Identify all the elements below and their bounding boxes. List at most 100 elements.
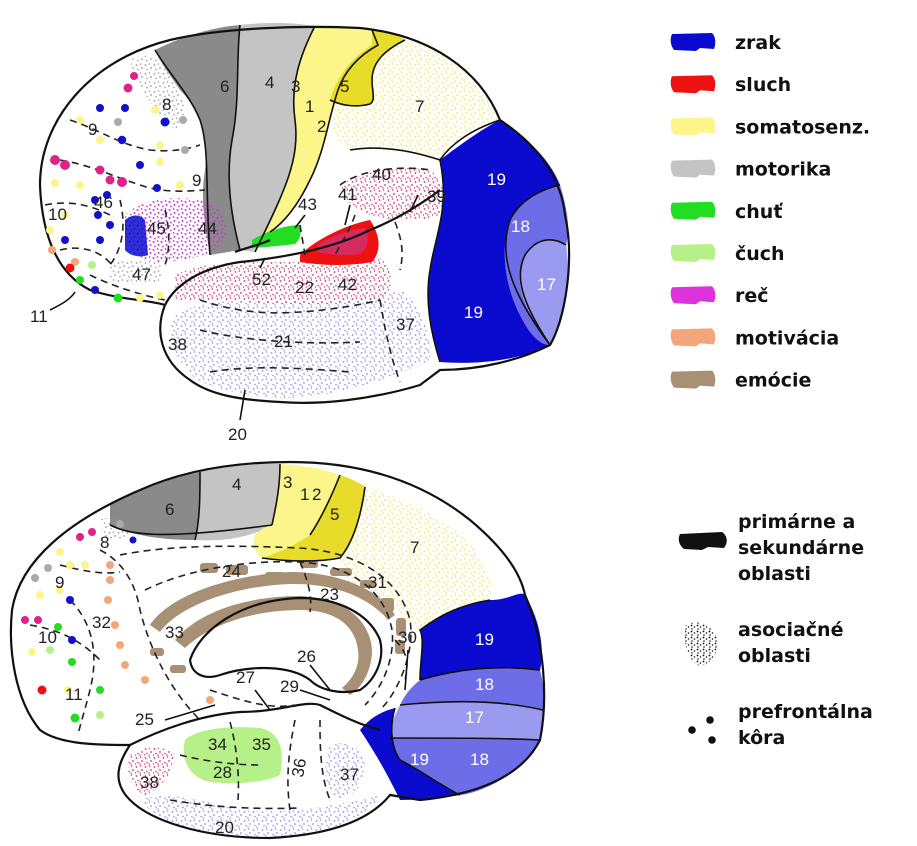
svg-text:21: 21 [274,332,293,351]
svg-text:5: 5 [340,77,349,96]
svg-text:3: 3 [291,77,300,96]
legend-label: somatosenz. [735,116,870,138]
dots-swatch-icon [688,716,716,744]
svg-text:44: 44 [198,219,217,238]
legend-type-label: asociačné [738,619,843,641]
legend-swatch [671,33,716,51]
svg-text:7: 7 [415,97,424,116]
svg-text:32: 32 [92,613,111,632]
legend-type-label: kôra [738,727,785,749]
legend-swatch [671,371,716,389]
svg-text:20: 20 [215,818,234,837]
legend-item: somatosenz. [671,116,870,138]
speckle-swatch-icon [685,623,718,667]
legend-swatch [671,75,716,93]
svg-text:40: 40 [372,165,391,184]
svg-text:1: 1 [305,97,314,116]
svg-text:43: 43 [298,195,317,214]
svg-text:37: 37 [396,315,415,334]
svg-text:8: 8 [162,95,171,114]
legend-item: emócie [671,370,812,392]
svg-text:11: 11 [65,685,83,704]
svg-text:9: 9 [192,171,201,190]
legend-item: reč [671,285,769,307]
medial-brain-view: 6 4 3 1 2 5 7 8 9 32 10 11 33 24 23 31 3… [11,462,544,838]
legend-label: emócie [735,370,811,392]
legend-functions: zrak sluch somatosenz. motorika chuť čuch reč m… [671,32,870,392]
legend-label: motivácia [735,327,839,349]
legend-label: čuch [735,243,785,265]
legend-item: chuť [671,201,784,223]
legend-swatch [671,202,716,220]
svg-text:33: 33 [165,623,184,642]
svg-text:41: 41 [338,185,357,204]
legend-swatch [671,286,716,304]
svg-text:28: 28 [213,763,232,782]
svg-text:10: 10 [38,628,57,647]
legend-swatch [671,244,716,262]
svg-text:34: 34 [208,735,227,754]
legend-type-label: primárne a [738,511,855,533]
legend-item: zrak [671,32,782,54]
legend-label: reč [735,285,769,307]
legend-type-item: asociačné oblasti [685,619,844,667]
svg-text:5: 5 [330,505,339,524]
legend-label: sluch [735,74,791,96]
legend-item: motivácia [671,327,840,349]
svg-text:52: 52 [252,270,271,289]
svg-text:37: 37 [340,765,359,784]
legend-label: motorika [735,159,831,181]
svg-text:23: 23 [320,585,339,604]
svg-text:18: 18 [475,675,494,694]
legend-swatch [671,160,716,178]
svg-text:25: 25 [135,710,154,729]
svg-text:20: 20 [228,425,247,444]
solid-swatch-icon [679,532,727,550]
svg-text:19: 19 [464,303,483,322]
svg-text:8: 8 [100,533,109,552]
legend-swatch [671,117,716,135]
legend-area-types: primárne asekundárneoblasti asociačné obla… [679,511,873,749]
svg-text:36: 36 [288,757,310,779]
svg-text:47: 47 [132,265,151,284]
svg-text:1: 1 [300,485,309,504]
legend-label: zrak [735,32,781,54]
svg-text:29: 29 [280,677,299,696]
svg-text:3: 3 [283,473,292,492]
svg-text:19: 19 [410,750,429,769]
legend-label: chuť [735,201,783,223]
svg-text:4: 4 [265,73,274,92]
svg-text:42: 42 [338,275,357,294]
svg-text:22: 22 [295,278,314,297]
legend-item: motorika [671,159,832,181]
svg-text:19: 19 [475,630,494,649]
svg-text:46: 46 [94,193,113,212]
svg-text:2: 2 [312,485,321,504]
svg-text:4: 4 [232,475,241,494]
svg-text:38: 38 [168,335,187,354]
legend-type-label: oblasti [738,645,811,667]
svg-text:9: 9 [88,120,97,139]
svg-text:18: 18 [470,750,489,769]
svg-text:24: 24 [222,562,241,581]
svg-text:10: 10 [48,205,67,224]
svg-text:26: 26 [297,647,316,666]
svg-text:6: 6 [165,500,174,519]
legend-item: sluch [671,74,791,96]
svg-text:31: 31 [368,573,387,592]
svg-text:19: 19 [487,170,506,189]
svg-text:6: 6 [220,77,229,96]
svg-text:18: 18 [511,217,530,236]
lateral-brain-view: 6 4 3 1 2 5 7 8 9 9 46 10 45 44 47 11 43… [30,23,569,444]
svg-text:45: 45 [147,219,166,238]
svg-text:7: 7 [410,538,419,557]
legend-type-item: prefrontálna kôra [688,701,873,749]
svg-text:38: 38 [140,773,159,792]
svg-text:17: 17 [537,275,556,294]
svg-text:17: 17 [465,708,484,727]
legend-type-label: prefrontálna [738,701,873,723]
legend-swatch [671,328,716,346]
svg-text:35: 35 [252,735,271,754]
